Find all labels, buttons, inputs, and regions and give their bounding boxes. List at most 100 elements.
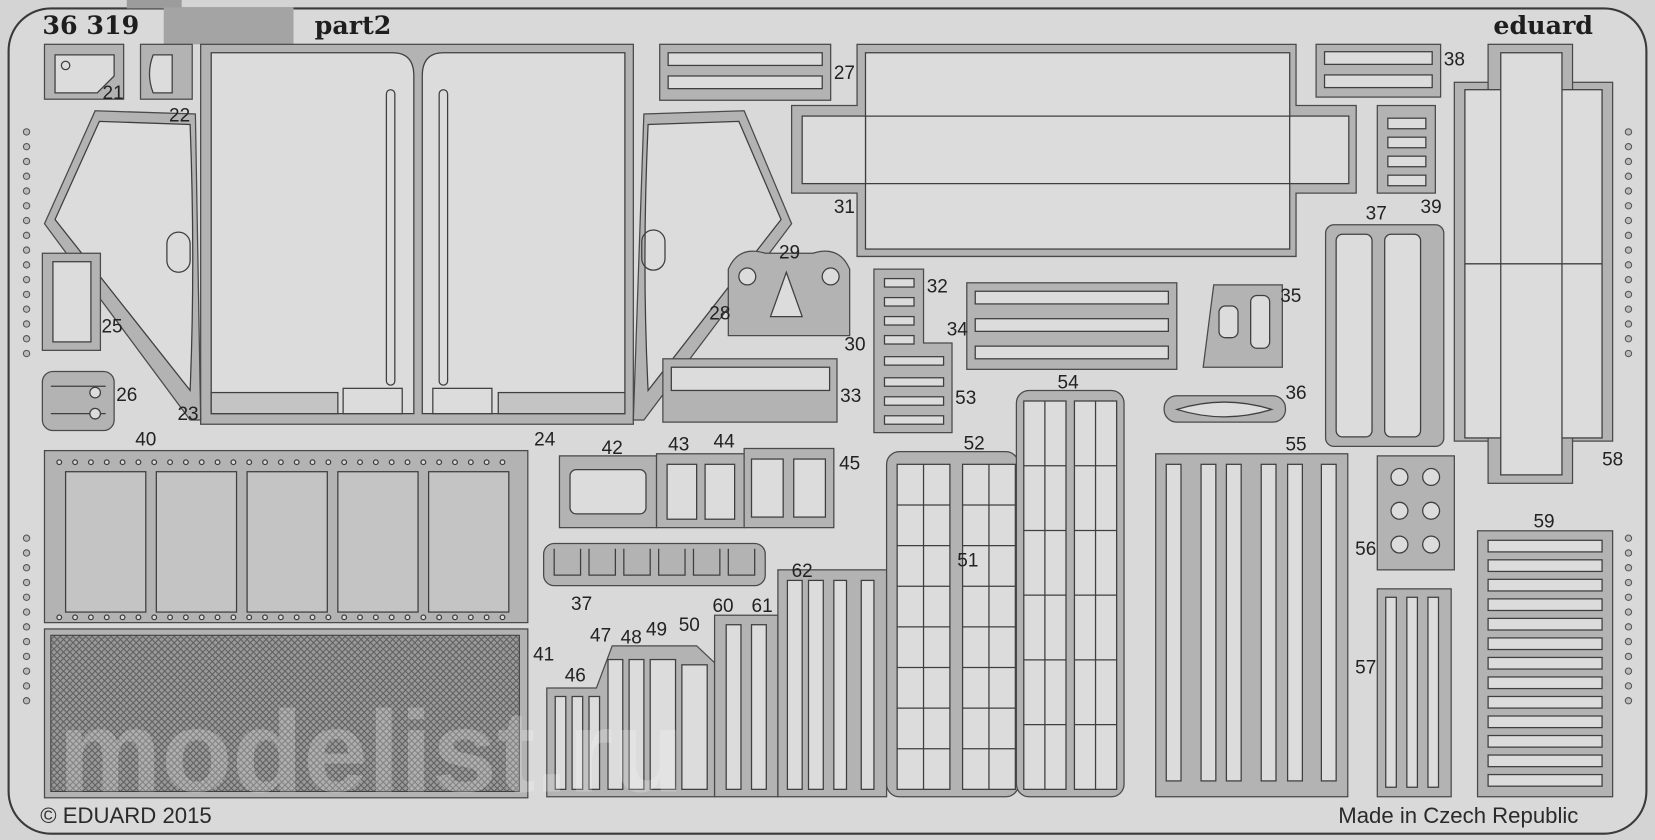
rivet [372, 459, 379, 466]
dot [22, 593, 31, 601]
rivet [119, 459, 126, 466]
rivet [277, 614, 284, 621]
part-number-label: 54 [1058, 372, 1079, 393]
part-number-label: 58 [1602, 449, 1623, 470]
bar [1487, 617, 1603, 631]
dot [22, 187, 31, 195]
part-number-label: 55 [1285, 435, 1306, 456]
rivet [388, 614, 395, 621]
part-37-right [1324, 224, 1445, 448]
part-number-label: 34 [947, 320, 968, 341]
dot [22, 682, 31, 690]
dot [22, 305, 31, 313]
part-number-label: 45 [839, 454, 860, 475]
part-31 [790, 43, 1357, 258]
dot [22, 202, 31, 210]
dot [22, 320, 31, 328]
dot [1624, 305, 1633, 313]
part-label: part2 [315, 10, 392, 40]
dot [22, 335, 31, 343]
rivet [420, 459, 427, 466]
dot [1624, 623, 1633, 631]
part-23-wedge-right [632, 110, 793, 421]
rivet [483, 459, 490, 466]
part-number-label: 26 [116, 385, 137, 406]
dot [22, 275, 31, 284]
rivet [436, 614, 443, 621]
rivet [119, 614, 126, 621]
part-number-label: 48 [621, 628, 642, 649]
dot [22, 172, 31, 180]
part-number-label: 39 [1421, 197, 1442, 218]
part-number-label: 27 [834, 63, 855, 84]
part-24-doors [200, 43, 634, 425]
rivet [214, 459, 221, 466]
part-number-label: 23 [177, 404, 198, 425]
rivet [56, 459, 63, 466]
part-number-label: 43 [668, 435, 689, 456]
brand-logo: eduard [1493, 10, 1593, 40]
rivet [230, 459, 237, 466]
dot [1624, 246, 1633, 254]
dot [1624, 578, 1633, 587]
rivet [87, 459, 94, 466]
bar [1487, 734, 1603, 748]
fret-alignment-dots [22, 128, 1633, 705]
rivet [198, 614, 205, 621]
rivet [151, 614, 158, 621]
dot [22, 549, 31, 557]
bar [1487, 656, 1603, 670]
part-number-label: 50 [679, 615, 700, 636]
dot [1624, 187, 1633, 195]
part-number-label: 42 [602, 438, 623, 459]
part-26 [41, 370, 115, 432]
rivet [72, 614, 79, 621]
part-number-label: 61 [752, 596, 773, 617]
dot [22, 261, 31, 269]
dot [1624, 549, 1633, 557]
part-22 [139, 43, 193, 100]
bar [1487, 637, 1603, 651]
part-35 [1202, 284, 1283, 368]
part-60-61 [713, 614, 779, 798]
part-27 [659, 43, 832, 101]
bar [1487, 754, 1603, 768]
dot [22, 623, 31, 631]
dot [22, 142, 31, 151]
part-number-label: 37 [571, 594, 592, 615]
fret-top-bar [126, 0, 182, 9]
part-33 [662, 358, 838, 423]
part-number-label: 41 [533, 645, 554, 666]
part-number-label: 37 [1366, 203, 1387, 224]
rivet [325, 614, 332, 621]
dot [22, 652, 31, 661]
rivet [357, 459, 363, 466]
rivet [372, 614, 379, 621]
dot [22, 697, 31, 705]
part-21 [43, 43, 125, 100]
rivet [103, 614, 110, 621]
part-55 [1155, 453, 1349, 798]
part-52 [885, 451, 1020, 798]
rivet [404, 459, 411, 466]
rivet [293, 459, 300, 466]
rivet [214, 614, 221, 621]
rivet [135, 459, 142, 466]
set-number: 36 319 [42, 10, 139, 40]
dot [1624, 534, 1633, 542]
dot [1624, 593, 1633, 601]
dot [1624, 564, 1633, 572]
part-number-label: 56 [1355, 539, 1376, 560]
rivet [388, 459, 395, 466]
rivet [198, 459, 205, 466]
dot [1624, 172, 1633, 180]
rivet [262, 614, 268, 621]
part-number-label: 24 [534, 429, 555, 450]
part-36 [1163, 395, 1287, 423]
rivet [246, 459, 253, 466]
part-number-label: 31 [834, 197, 855, 218]
rivet [467, 459, 474, 466]
part-54 [1015, 389, 1125, 798]
part-number-labels: 2122232425262728293031323334353637383940… [101, 49, 1623, 686]
dot [1624, 637, 1633, 646]
